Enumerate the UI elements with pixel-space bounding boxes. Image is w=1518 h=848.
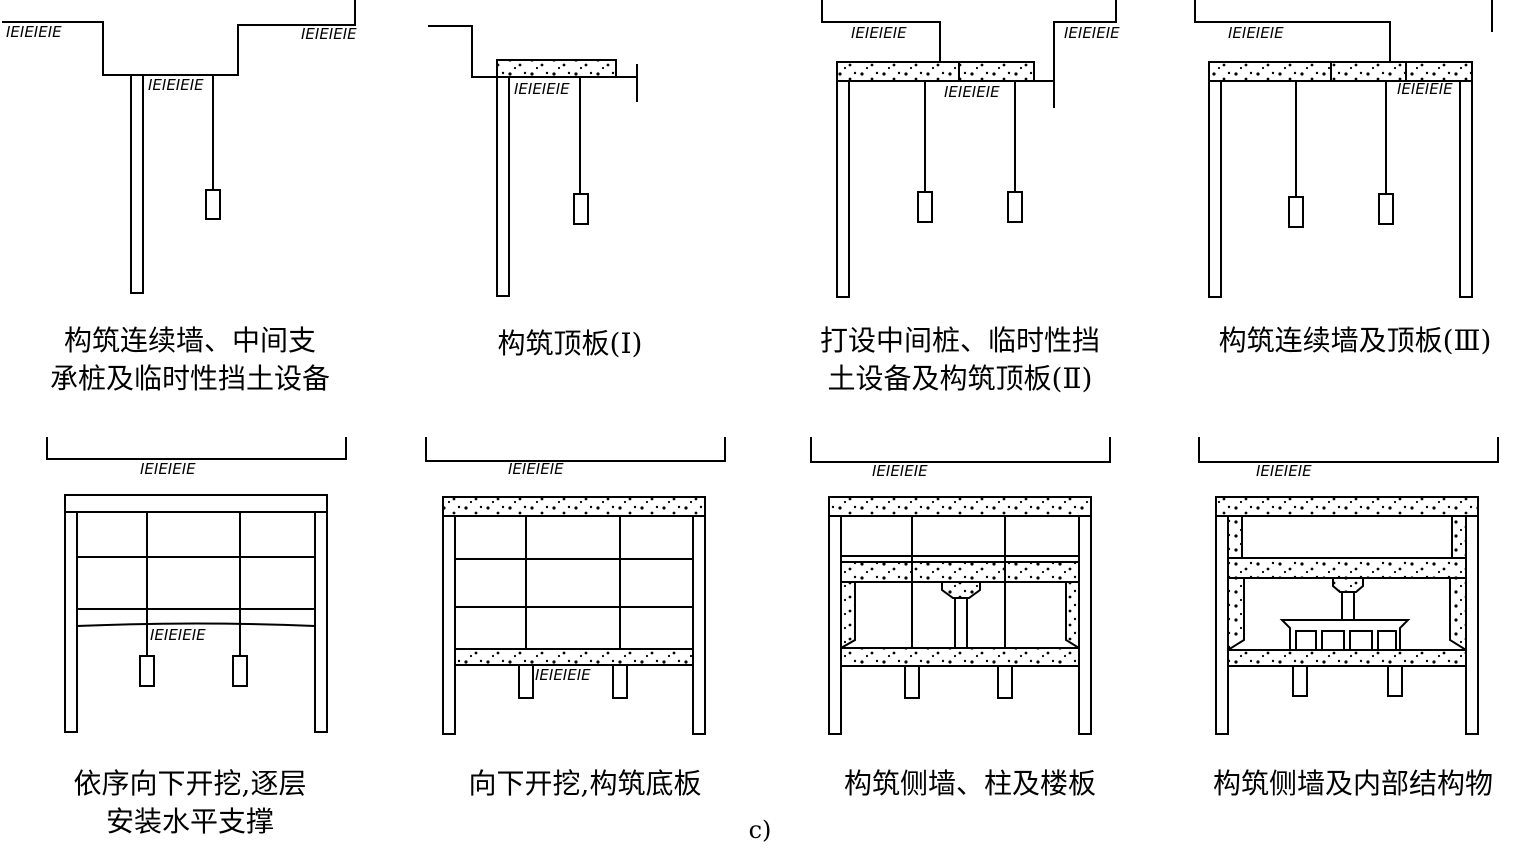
soil-mark: IEIEIEIE (514, 80, 570, 98)
internal-column (1341, 591, 1355, 621)
middle-pile-foot-1 (1288, 196, 1304, 228)
diaphragm-wall-left (64, 511, 78, 733)
middle-pile-foot-2 (1007, 191, 1023, 223)
top-slab-1 (496, 59, 617, 78)
diaphragm-wall-left (442, 515, 456, 735)
side-wall-left (1227, 577, 1245, 652)
soil-mark: IEIEIEIE (535, 666, 591, 684)
soil-mark: IEIEIEIE (150, 626, 206, 644)
top-slab-1 (1208, 61, 1332, 82)
ground-bracket (46, 437, 347, 460)
top-slab (64, 494, 328, 513)
panel-7-drawing (810, 437, 1111, 735)
diaphragm-wall-left (1208, 80, 1222, 298)
soil-mark: IEIEIEIE (1397, 80, 1453, 98)
diaphragm-wall-right (314, 511, 328, 733)
soil-mark: IEIEIEIE (508, 460, 564, 478)
diaphragm-wall (836, 80, 850, 298)
panel-2-drawing (428, 25, 638, 297)
middle-pile-foot-1 (917, 191, 933, 223)
bottom-slab (1227, 649, 1467, 667)
ground-bracket (810, 437, 1111, 463)
soil-mark: IEIEIEIE (872, 462, 928, 480)
internal-column (954, 597, 968, 649)
panel-8-drawing (1198, 437, 1499, 735)
diaphragm-wall (130, 74, 144, 294)
top-slab-2 (1330, 61, 1407, 82)
soil-mark: IEIEIEIE (140, 460, 196, 478)
soil-mark: IEIEIEIE (1228, 24, 1284, 42)
side-wall-left (840, 581, 856, 650)
bottom-slab (840, 647, 1080, 667)
caption-panel-3: 打设中间桩、临时性挡 土设备及构筑顶板(Ⅱ) (819, 324, 1100, 395)
platform-opening-1 (1295, 630, 1317, 651)
panel-6-drawing (425, 437, 726, 735)
internal-column-capital (1332, 578, 1364, 593)
middle-pile-foot-1 (1292, 665, 1308, 697)
caption-panel-7: 构筑侧墙、柱及楼板 (843, 767, 1096, 800)
caption-panel-4: 构筑连续墙及顶板(Ⅲ) (1218, 324, 1492, 357)
middle-slab (840, 561, 1080, 583)
side-wall-right (1449, 577, 1467, 652)
caption-panel-2: 构筑顶板(Ⅰ) (497, 327, 643, 360)
upper-side-wall-left (1227, 515, 1243, 559)
soil-mark: IEIEIEIE (944, 83, 1000, 101)
side-wall-right (1065, 581, 1080, 650)
caption-panel-6: 向下开挖,构筑底板 (468, 767, 702, 800)
ground-bracket (1198, 437, 1499, 463)
soil-mark: IEIEIEIE (1256, 462, 1312, 480)
top-slab (828, 496, 1092, 517)
diaphragm-wall-right (1078, 515, 1092, 735)
diaphragm-wall-left (1215, 515, 1229, 735)
diaphragm-wall-right (692, 515, 706, 735)
middle-pile-foot-1 (518, 664, 534, 699)
excavation-level (76, 622, 316, 627)
middle-pile-foot-2 (232, 655, 248, 687)
panel-5-drawing (46, 437, 347, 733)
middle-pile-foot-2 (997, 665, 1013, 699)
platform-opening-2 (1321, 630, 1345, 651)
middle-pile-foot-1 (139, 655, 155, 687)
panel-3-drawing (821, 0, 1117, 298)
middle-slab (1227, 557, 1467, 579)
middle-pile-foot-2 (1378, 193, 1394, 225)
top-slab-2 (958, 61, 1035, 82)
ground-outline (428, 25, 497, 78)
figure-label: c) (748, 816, 772, 844)
middle-pile-foot-2 (1387, 665, 1403, 697)
internal-column-capital (941, 582, 981, 599)
soil-mark: IEIEIEIE (148, 76, 204, 94)
diaphragm-wall-left (828, 515, 842, 735)
ground-excavation-outline (2, 0, 356, 76)
soil-mark: IEIEIEIE (301, 25, 357, 43)
middle-pile-foot (205, 189, 221, 220)
caption-panel-5: 依序向下开挖,逐层 安装水平支撑 (73, 767, 307, 838)
soil-mark: IEIEIEIE (1064, 24, 1120, 42)
top-slab (1215, 496, 1479, 517)
ground-outline-right (1053, 0, 1117, 108)
diaphragm-wall-right (1465, 515, 1479, 735)
top-slab (442, 496, 706, 517)
platform-opening-3 (1349, 630, 1373, 651)
panel-4-drawing (1194, 0, 1493, 298)
diaphragm-wall (496, 76, 510, 297)
platform-opening-4 (1377, 630, 1397, 651)
top-slab-1 (836, 61, 960, 82)
top-slab-3 (1405, 61, 1473, 82)
middle-pile-foot (573, 193, 589, 225)
ground-outline-left (1194, 0, 1391, 62)
soil-mark: IEIEIEIE (851, 24, 907, 42)
caption-panel-8: 构筑侧墙及内部结构物 (1212, 767, 1493, 800)
upper-side-wall-right (1451, 515, 1467, 559)
diaphragm-wall-right (1459, 80, 1473, 298)
middle-pile-foot-1 (904, 665, 920, 699)
bottom-slab (454, 648, 694, 666)
middle-pile-foot-2 (612, 664, 628, 699)
soil-mark: IEIEIEIE (6, 23, 62, 41)
caption-panel-1: 构筑连续墙、中间支 承桩及临时性挡土设备 (49, 324, 330, 395)
ground-outline-left (821, 0, 941, 62)
ground-bracket (425, 437, 726, 462)
panel-1-drawing (2, 0, 356, 294)
